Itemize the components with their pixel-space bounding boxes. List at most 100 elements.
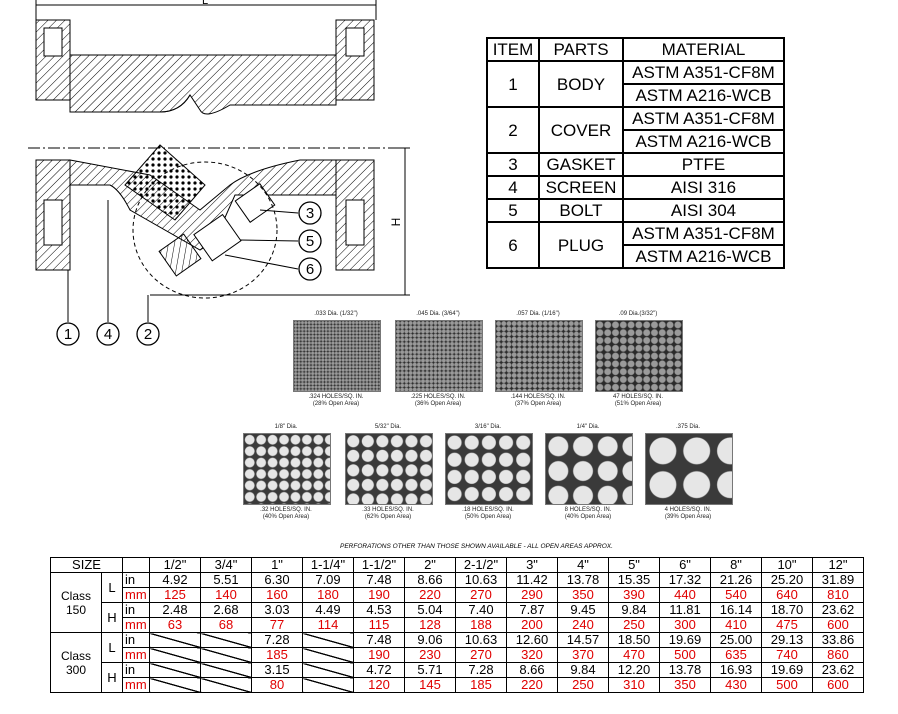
dimension-value: 33.86 — [812, 632, 864, 648]
dimension-value: 3.15 — [251, 662, 303, 678]
dimension-value: 31.89 — [812, 572, 864, 588]
perforation-holes-label: .33 HOLES/SQ. IN. — [362, 507, 414, 513]
callout-1-label: 1 — [64, 326, 72, 343]
dimension-value: 5.04 — [404, 602, 456, 618]
dimension-value: 190 — [353, 647, 405, 663]
perforation-holes-label: .324 HOLES/SQ. IN. — [308, 394, 364, 400]
dimension-value: 68 — [200, 617, 252, 633]
perforation-diameter-label: .033 Dia. (1/32") — [314, 311, 358, 317]
dimension-value: 19.69 — [761, 662, 813, 678]
dimension-value: 114 — [302, 617, 354, 633]
dimension-value: 4.53 — [353, 602, 405, 618]
perforation-swatch — [445, 433, 533, 505]
callout-1 — [56, 322, 80, 346]
dimension-value: 500 — [761, 677, 813, 693]
dimension-value: 63 — [149, 617, 201, 633]
material: ASTM A351-CF8M — [622, 60, 785, 85]
callout-3 — [298, 201, 322, 225]
material: PTFE — [622, 152, 785, 177]
dimension-value: 23.62 — [812, 662, 864, 678]
perforation-holes-label: .32 HOLES/SQ. IN. — [260, 507, 312, 513]
part-name: BOLT — [538, 198, 624, 223]
dimension-value: 7.48 — [353, 632, 405, 648]
perforation-open-area-label: (50% Open Area) — [464, 514, 512, 520]
dimension-value: 7.87 — [506, 602, 558, 618]
dimension-value: 3.03 — [251, 602, 303, 618]
perforation-holes-label: .225 HOLES/SQ. IN. — [410, 394, 466, 400]
size-header: SIZE — [50, 557, 123, 573]
dimension-value: 370 — [557, 647, 609, 663]
dimension-value: 220 — [506, 677, 558, 693]
material: ASTM A351-CF8M — [622, 106, 785, 131]
dimension-value: 180 — [302, 587, 354, 603]
size-column-header: 2-1/2" — [455, 557, 507, 573]
dimension-value: 15.35 — [608, 572, 660, 588]
dimension-value: 18.50 — [608, 632, 660, 648]
not-available-cell — [302, 647, 354, 663]
perforation-swatch — [595, 320, 683, 392]
dimension-value: 125 — [149, 587, 201, 603]
size-column-header: 5" — [608, 557, 660, 573]
dimension-value: 8.66 — [506, 662, 558, 678]
callout-3-label: 3 — [306, 205, 314, 222]
dimension-value: 390 — [608, 587, 660, 603]
dimension-value: 9.84 — [608, 602, 660, 618]
dimension-value: 188 — [455, 617, 507, 633]
material: AISI 304 — [622, 198, 785, 223]
dimension-value: 600 — [812, 677, 864, 693]
dimension-value: 7.48 — [353, 572, 405, 588]
not-available-cell — [302, 662, 354, 678]
perforation-open-area-label: (36% Open Area) — [414, 401, 462, 407]
dimension-value: 10.63 — [455, 572, 507, 588]
dimension-value: 13.78 — [557, 572, 609, 588]
item-number: 3 — [486, 152, 540, 177]
dimension-value: 10.63 — [455, 632, 507, 648]
callout-6-label: 6 — [306, 261, 314, 278]
dim-h-label: H — [389, 218, 403, 227]
dimension-value: 16.93 — [710, 662, 762, 678]
perforation-holes-label: 4 HOLES/SQ. IN. — [664, 507, 712, 513]
dimension-value: 140 — [200, 587, 252, 603]
dimension-value: 185 — [251, 647, 303, 663]
dimension-value: 350 — [659, 677, 711, 693]
not-available-cell — [149, 662, 201, 678]
perforation-note: PERFORATIONS OTHER THAN THOSE SHOWN AVAI… — [340, 543, 613, 550]
not-available-cell — [200, 677, 252, 693]
dimension-value: 810 — [812, 587, 864, 603]
perforation-diameter-label: 1/4" Dia. — [576, 424, 600, 430]
callout-5 — [298, 229, 322, 253]
unit-label: mm — [122, 587, 150, 603]
not-available-cell — [149, 647, 201, 663]
dimension-label: H — [101, 662, 123, 693]
size-column-header: 10" — [761, 557, 813, 573]
unit-label: in — [122, 662, 150, 678]
dimension-value: 5.71 — [404, 662, 456, 678]
perforation-holes-label: 8 HOLES/SQ. IN. — [564, 507, 612, 513]
dimension-value: 29.13 — [761, 632, 813, 648]
dimension-value: 440 — [659, 587, 711, 603]
dimension-value: 540 — [710, 587, 762, 603]
perforation-open-area-label: (51% Open Area) — [614, 401, 662, 407]
not-available-cell — [149, 677, 201, 693]
material: ASTM A216-WCB — [622, 244, 785, 269]
dimension-value: 2.68 — [200, 602, 252, 618]
dimension-value: 410 — [710, 617, 762, 633]
perforation-diameter-label: .09 Dia.(3/32") — [618, 311, 658, 317]
dimension-value: 2.48 — [149, 602, 201, 618]
not-available-cell — [149, 632, 201, 648]
perforation-diameter-label: .375 Dia. — [675, 424, 700, 430]
item-number: 5 — [486, 198, 540, 223]
perforation-diameter-label: 3/16" Dia. — [474, 424, 502, 430]
dimension-value: 160 — [251, 587, 303, 603]
dimension-value: 11.81 — [659, 602, 711, 618]
not-available-cell — [302, 632, 354, 648]
perforation-swatch — [345, 433, 433, 505]
dimension-value: 4.72 — [353, 662, 405, 678]
dimension-value: 185 — [455, 677, 507, 693]
perforation-holes-label: 47 HOLES/SQ. IN. — [612, 394, 664, 400]
dimension-value: 6.30 — [251, 572, 303, 588]
item-number: 1 — [486, 60, 540, 108]
perforation-holes-label: .144 HOLES/SQ. IN. — [510, 394, 566, 400]
dimension-value: 23.62 — [812, 602, 864, 618]
